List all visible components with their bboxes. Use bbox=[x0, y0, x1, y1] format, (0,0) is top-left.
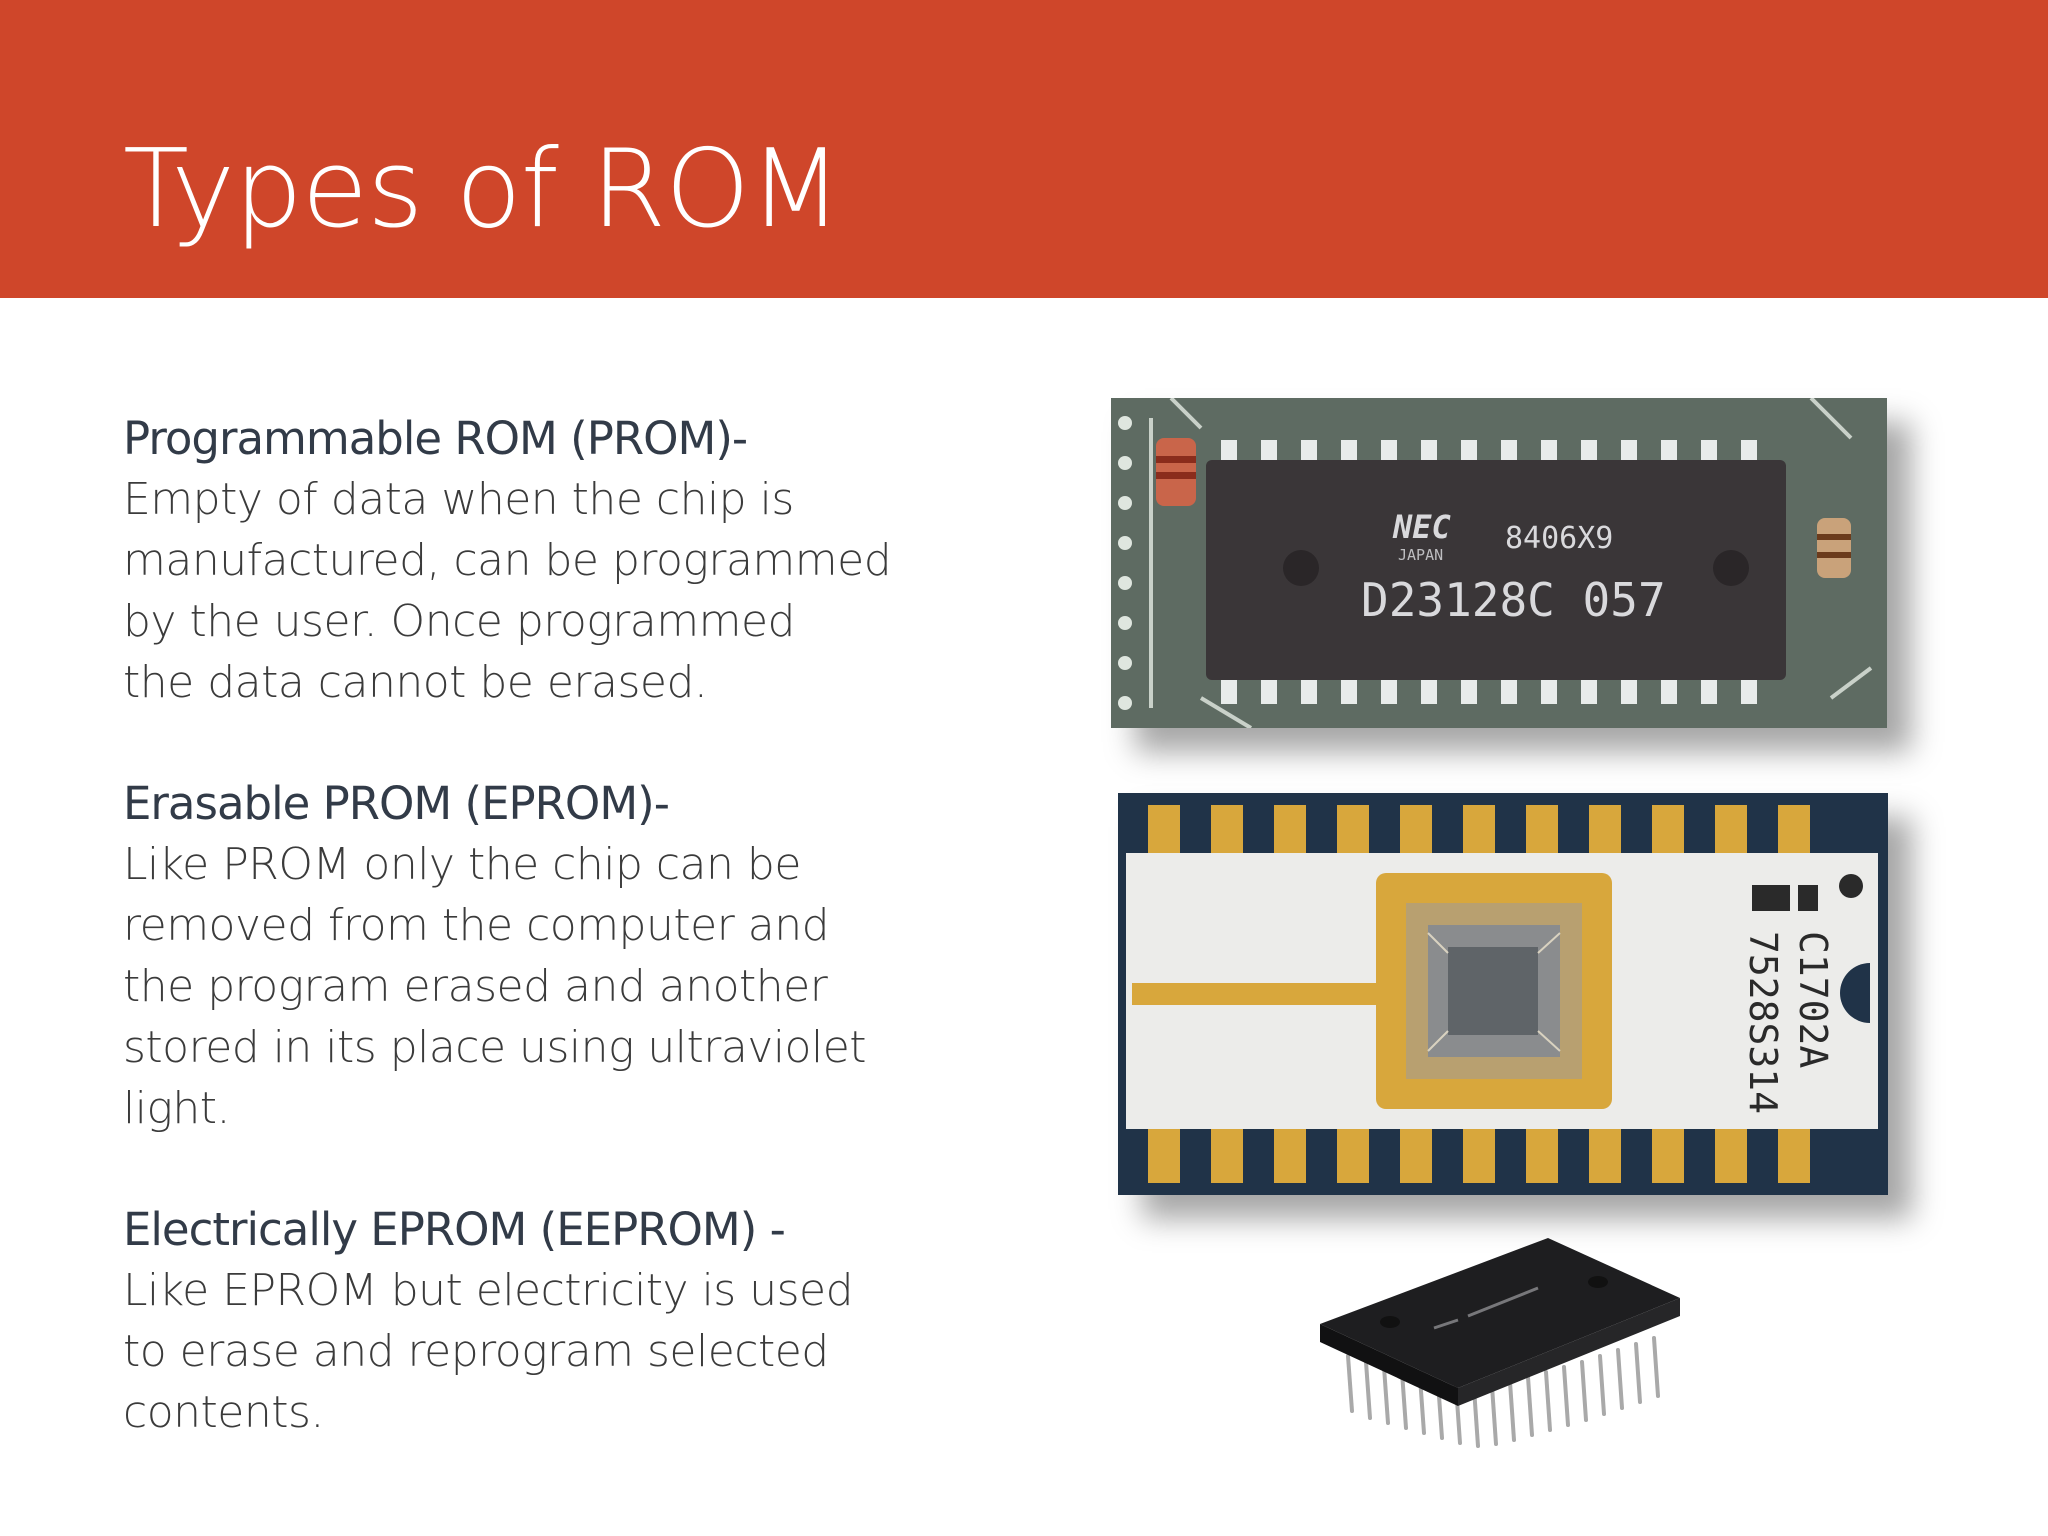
prom-part: D23128C 057 bbox=[1361, 573, 1666, 627]
section-body: Like PROM only the chip can be removed f… bbox=[123, 839, 867, 1134]
section-body: Like EPROM but electricity is used to er… bbox=[123, 1265, 854, 1438]
prom-brand: NEC bbox=[1392, 508, 1452, 546]
section-heading: Electrically EPROM (EEPROM) - bbox=[123, 1203, 786, 1256]
eprom-chip-photo: C1702A 7528S314 bbox=[1118, 793, 1888, 1195]
section-prom: Programmable ROM (PROM)- Empty of data w… bbox=[123, 408, 923, 713]
prom-country: JAPAN bbox=[1398, 546, 1443, 564]
title-banner bbox=[0, 0, 2048, 298]
eeprom-chip-photo bbox=[1308, 1236, 1688, 1476]
text-column: Programmable ROM (PROM)- Empty of data w… bbox=[123, 408, 923, 1503]
slide-title: Types of ROM bbox=[123, 127, 842, 252]
prom-lot: 8406X9 bbox=[1505, 521, 1613, 556]
section-heading: Erasable PROM (EPROM)- bbox=[123, 777, 670, 830]
section-eeprom: Electrically EPROM (EEPROM) - Like EPROM… bbox=[123, 1199, 923, 1443]
eprom-lot: 7528S314 bbox=[1741, 931, 1785, 1114]
section-heading: Programmable ROM (PROM)- bbox=[123, 412, 748, 465]
eprom-part: C1702A bbox=[1791, 931, 1835, 1068]
section-eprom: Erasable PROM (EPROM)- Like PROM only th… bbox=[123, 773, 923, 1139]
eeprom-chip-image bbox=[1320, 1238, 1680, 1448]
prom-chip-photo: NEC JAPAN 8406X9 D23128C 057 bbox=[1111, 396, 1887, 730]
eprom-chip-image: C1702A 7528S314 bbox=[1118, 793, 1888, 1195]
section-body: Empty of data when the chip is manufactu… bbox=[123, 474, 892, 708]
prom-chip-image: NEC JAPAN 8406X9 D23128C 057 bbox=[1111, 396, 1887, 730]
